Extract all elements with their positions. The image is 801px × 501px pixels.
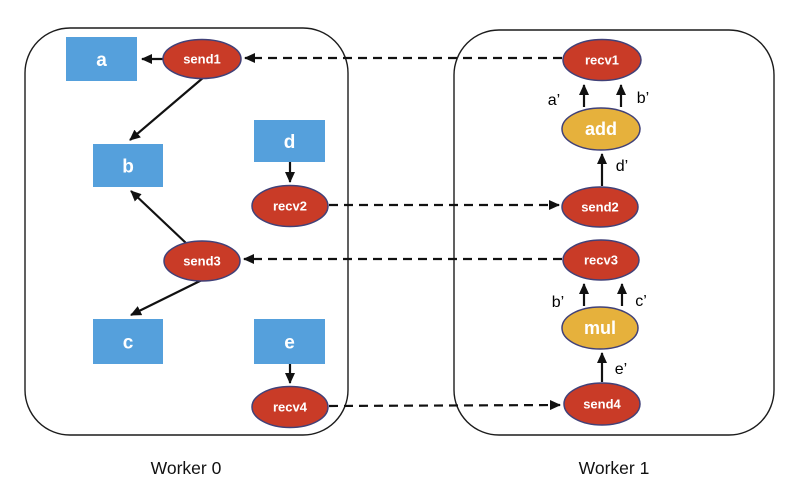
- edge-send3-to-b: [130, 190, 188, 245]
- edge-send1-to-b: [129, 76, 205, 141]
- node-recv2-label: recv2: [273, 199, 307, 214]
- node-send4-label: send4: [583, 397, 621, 412]
- node-d-label: d: [284, 132, 296, 153]
- node-send3: [163, 240, 241, 282]
- node-a: [66, 37, 137, 81]
- edge-recv4-to-send4: [328, 400, 561, 411]
- node-recv1-label: recv1: [585, 53, 619, 68]
- node-add-label: add: [585, 119, 617, 139]
- edge-label-b-prime-top: b’: [637, 90, 649, 107]
- node-recv2: [251, 184, 329, 228]
- node-send2-label: send2: [581, 200, 619, 215]
- node-mul-label: mul: [584, 318, 616, 338]
- edge-label-b-prime-bottom: b’: [552, 294, 564, 311]
- node-send2: [561, 186, 639, 228]
- edge-label-a-prime: a’: [548, 92, 560, 109]
- node-e-label: e: [284, 333, 295, 354]
- node-a-label: a: [96, 50, 107, 71]
- worker-0-label: Worker 0: [151, 458, 222, 478]
- worker-0-box: [24, 27, 349, 436]
- node-recv1: [562, 38, 642, 82]
- node-send1-label: send1: [183, 52, 221, 67]
- node-recv3-label: recv3: [584, 253, 618, 268]
- node-recv4-label: recv4: [273, 400, 308, 415]
- node-recv3: [562, 239, 640, 281]
- node-c: [93, 319, 163, 364]
- edge-label-e-prime: e’: [615, 361, 627, 378]
- worker-1-label: Worker 1: [579, 458, 650, 478]
- worker-1-box: [453, 29, 775, 436]
- node-d: [254, 120, 325, 162]
- node-recv4: [251, 385, 329, 429]
- node-mul: [561, 306, 639, 350]
- node-send4: [563, 382, 641, 426]
- node-e: [254, 319, 325, 364]
- node-send1: [162, 38, 242, 80]
- edge-label-d-prime: d’: [616, 158, 628, 175]
- edge-label-c-prime: c’: [635, 293, 647, 310]
- node-c-label: c: [123, 333, 134, 354]
- node-add: [561, 107, 641, 151]
- node-b-label: b: [122, 157, 134, 178]
- edge-send3-to-c: [130, 277, 207, 316]
- node-b: [93, 144, 163, 187]
- node-send3-label: send3: [183, 254, 221, 269]
